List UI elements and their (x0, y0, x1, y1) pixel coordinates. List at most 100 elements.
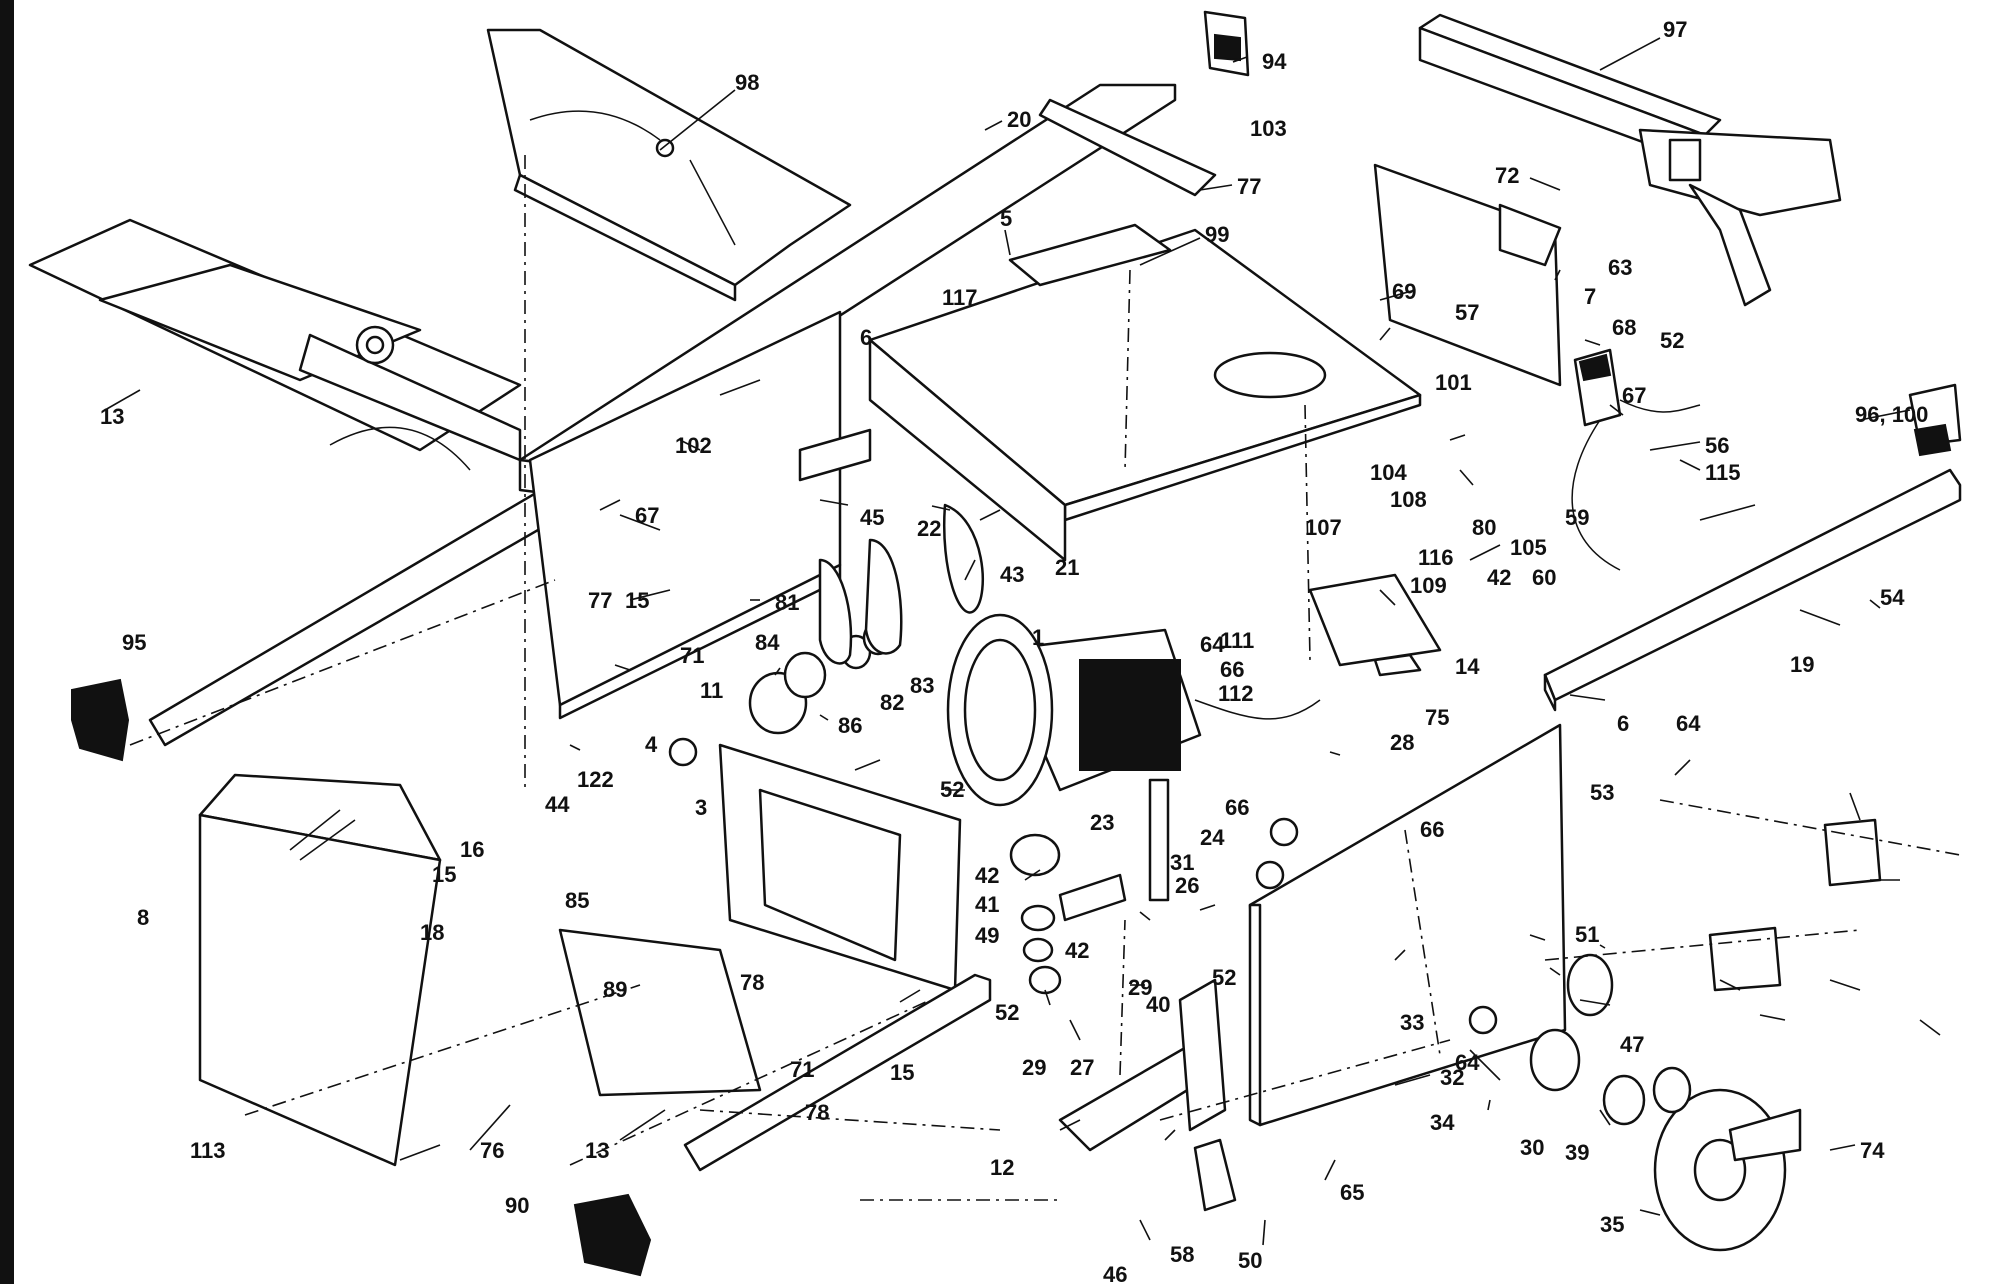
trunnion-11 (1058, 978, 1227, 1152)
callout-58: 58 (1170, 1242, 1194, 1267)
callout-25: 26 (1175, 873, 1199, 898)
callout-66: 66 (1220, 657, 1244, 682)
switch-key-114 (1708, 926, 1782, 992)
callout-108: 112 (1218, 681, 1254, 706)
callout-68: 67 (1622, 383, 1646, 408)
callout-77-b: 78 (805, 1100, 829, 1125)
callout-66-c: 66 (1225, 795, 1249, 820)
callout-89: 89 (603, 977, 627, 1002)
callout-51: 52 (1212, 965, 1236, 990)
callout-93: 95 (122, 630, 146, 655)
lower-rail (148, 468, 592, 747)
handwheel-35 (1653, 1088, 1802, 1252)
lower-front-rail (683, 973, 992, 1172)
leader-lines (104, 37, 1941, 1246)
end-cap-90 (573, 1193, 652, 1277)
callout-85: 85 (565, 888, 589, 913)
callout-15-b: 15 (890, 1060, 914, 1085)
callout-29: 29 (1128, 975, 1152, 1000)
callout-28: 29 (1022, 1055, 1046, 1080)
callout-70: 69 (1392, 279, 1416, 304)
callout-97: 101 (1435, 370, 1472, 395)
callout-102: 105 (1510, 535, 1547, 560)
callout-16: 15 (432, 862, 456, 887)
callout-65: 65 (1340, 1180, 1364, 1205)
part-shapes (28, 10, 1962, 1277)
callout-52-b: 52 (995, 1000, 1019, 1025)
callout-17: 16 (460, 837, 484, 862)
callout-44: 44 (545, 792, 570, 817)
callout-66-b: 66 (1420, 817, 1444, 842)
callout-39: 39 (1565, 1140, 1589, 1165)
callout-5: 5 (1000, 206, 1012, 231)
callout-107: 111 (1220, 628, 1254, 653)
callout-110: 115 (1705, 460, 1741, 485)
callout-90: 90 (505, 1193, 529, 1218)
callout-101: 104 (1370, 460, 1407, 485)
callout-59: 59 (1565, 505, 1589, 530)
callout-57: 57 (1455, 300, 1479, 325)
callout-40: 40 (1146, 992, 1170, 1017)
rip-fence-94 (1418, 13, 1842, 307)
callout-42-b: 42 (1065, 938, 1089, 963)
callout-42-c: 42 (1487, 565, 1511, 590)
callout-78: 80 (1472, 515, 1496, 540)
bracket-91 (1908, 383, 1962, 457)
callout-47: 47 (1620, 1032, 1644, 1057)
callout-112: 117 (942, 285, 978, 310)
callout-31: 31 (1170, 850, 1194, 875)
callout-12: 13 (585, 1138, 609, 1163)
callout-9: 8 (137, 905, 149, 930)
frame-side-7 (528, 310, 842, 720)
callout-18: 18 (420, 920, 444, 945)
callout-32: 32 (1440, 1065, 1464, 1090)
callout-84: 84 (755, 630, 780, 655)
callout-10: 11 (700, 678, 723, 703)
callout-24: 24 (1200, 825, 1225, 850)
callout-46: 46 (1103, 1262, 1127, 1284)
callout-26: 27 (1070, 1055, 1094, 1080)
belts-81 (818, 503, 985, 665)
callout-105: 109 (1410, 573, 1447, 598)
callout-53: 53 (1590, 780, 1614, 805)
callout-30: 30 (1520, 1135, 1544, 1160)
callout-103: 107 (1305, 515, 1342, 540)
left-border-rule (0, 0, 14, 1284)
callout-54: 54 (1880, 585, 1905, 610)
callout-50: 51 (1575, 922, 1599, 947)
callout-42: 42 (975, 863, 999, 888)
table-top-5 (798, 228, 1422, 562)
callout-61: 64 (1455, 1050, 1480, 1075)
callout-83: 83 (910, 673, 934, 698)
callout-60: 60 (1532, 565, 1556, 590)
callout-21: 21 (1055, 555, 1079, 580)
callout-98: 102 (675, 433, 712, 458)
callout-80: 78 (740, 970, 764, 995)
callout-81: 81 (775, 590, 799, 615)
callout-75-b: 76 (480, 1138, 504, 1163)
callout-86: 86 (838, 713, 862, 738)
throat-plate-96 (1008, 223, 1172, 287)
callout-72: 72 (1495, 163, 1519, 188)
callout-7: 6 (860, 325, 872, 350)
blade-guard-95 (486, 28, 852, 302)
callout-77: 77 (588, 588, 612, 613)
callout-34: 34 (1430, 1110, 1455, 1135)
callout-94: 97 (1663, 17, 1687, 42)
callout-69: 68 (1612, 315, 1636, 340)
callout-41: 41 (975, 892, 999, 917)
callout-48: 50 (1238, 1248, 1262, 1273)
motor-1 (946, 613, 1321, 807)
side-panel-6 (1248, 723, 1567, 1127)
callout-64-b: 64 (1676, 711, 1701, 736)
callout-74: 74 (1860, 1138, 1885, 1163)
panel-12 (558, 928, 762, 1097)
callout-14: 14 (1455, 654, 1480, 679)
callout-75: 75 (1425, 705, 1449, 730)
callout-52: 52 (940, 777, 964, 802)
splitter-8 (1373, 163, 1562, 387)
end-cap-93 (71, 678, 130, 762)
callout-71-b: 71 (790, 1057, 814, 1082)
